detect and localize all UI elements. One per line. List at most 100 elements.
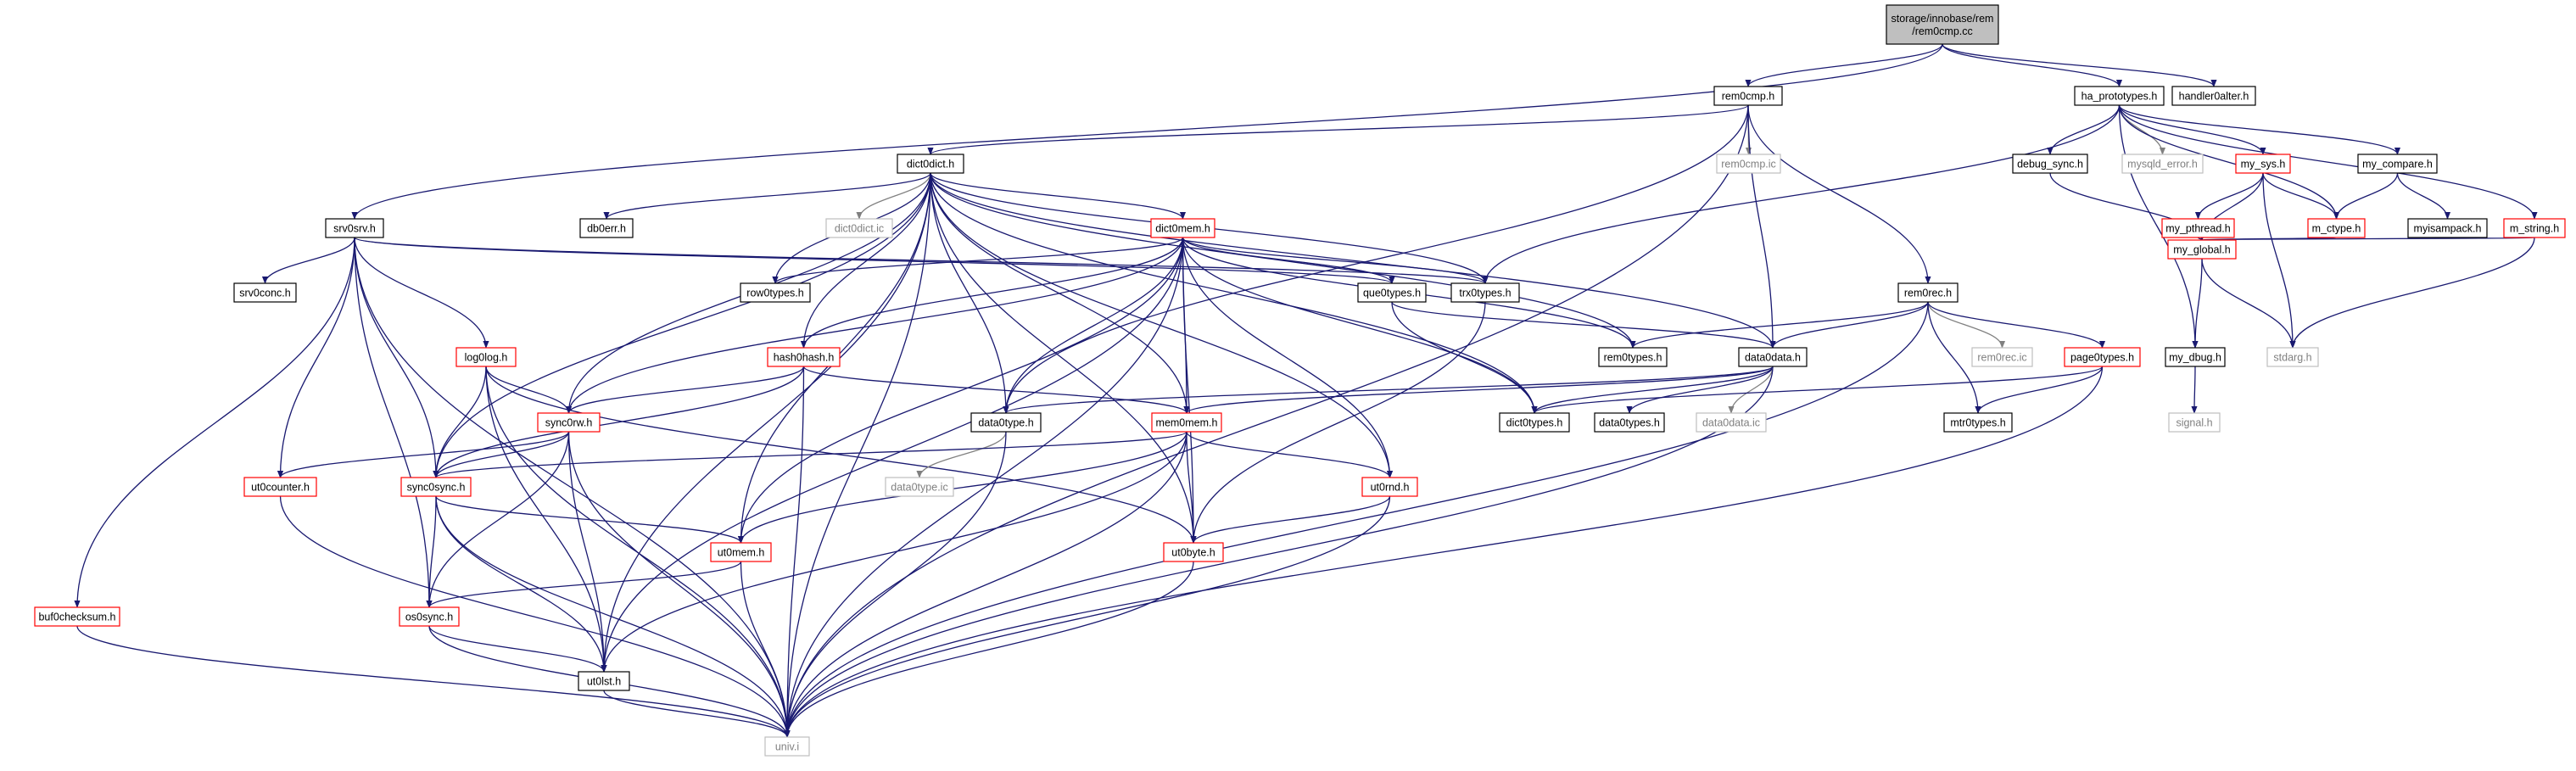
edge-path [784, 431, 1007, 738]
data0types-h-node[interactable]: data0types.h [1594, 412, 1665, 433]
edge-path [277, 237, 355, 478]
ut0mem-h-node[interactable]: ut0mem.h [710, 542, 772, 562]
ut0lst-h-node[interactable]: ut0lst.h [578, 671, 630, 691]
ut0rnd-h-node-label: ut0rnd.h [1371, 482, 1410, 494]
ut0counter-h-node[interactable]: ut0counter.h [243, 477, 317, 497]
ut0mem-h-node-box [710, 542, 772, 562]
myisampack-h-node[interactable]: myisampack.h [2407, 218, 2488, 238]
edge-srv0srv_h-to-univ_i [354, 237, 791, 738]
hash0hash-h-node-label: hash0hash.h [774, 352, 835, 364]
edge-dict0mem_h-to-ut0lst_h [601, 237, 1184, 673]
edge-path [1482, 104, 2121, 284]
edge-path [784, 172, 931, 738]
edge-path [354, 237, 791, 738]
edge-m_string_h-to-stdarg_h [2289, 237, 2535, 349]
edge-my_sys_h-to-my_pthread_h [2194, 172, 2264, 220]
data0data-ic-node[interactable]: data0data.ic [1696, 412, 1767, 433]
edge-path [1182, 237, 1395, 284]
sync0rw-h-node[interactable]: sync0rw.h [537, 412, 601, 433]
ut0rnd-h-node-box [1361, 477, 1418, 497]
ut0counter-h-node-box [243, 477, 317, 497]
rem0cmp-ic-node[interactable]: rem0cmp.ic [1716, 154, 1781, 174]
edge-path [2194, 172, 2264, 220]
page0types-h-node[interactable]: page0types.h [2064, 347, 2141, 367]
edge-rem0rec_h-to-page0types_h [1927, 301, 2106, 349]
edge-sync0sync_h-to-univ_i [435, 495, 791, 738]
my-global-h-node[interactable]: my_global.h [2167, 239, 2237, 260]
edge-path [927, 104, 1749, 155]
rem0types-h-node[interactable]: rem0types.h [1598, 347, 1668, 367]
edge-path [485, 366, 1197, 544]
ut0rnd-h-node[interactable]: ut0rnd.h [1361, 477, 1418, 497]
srv0conc-h-node[interactable]: srv0conc.h [233, 282, 297, 303]
edge-dict0dict_h-to-ut0byte_h [930, 172, 1197, 544]
edge-ut0rnd_h-to-univ_i [784, 495, 1391, 738]
srv0srv-h-node[interactable]: srv0srv.h [325, 218, 384, 238]
edge-path [567, 431, 607, 673]
mtr0types-h-node[interactable]: mtr0types.h [1943, 412, 2013, 433]
edge-sync0rw_h-to-os0sync_h [426, 431, 570, 608]
dict0mem-h-node[interactable]: dict0mem.h [1150, 218, 1215, 238]
edge-srv0srv_h-to-srv0conc_h [261, 237, 355, 284]
edge-path [1182, 237, 1394, 478]
stdarg-h-node[interactable]: stdarg.h [2266, 347, 2319, 367]
my-compare-h-node[interactable]: my_compare.h [2357, 154, 2438, 174]
ha-prototypes-h-node[interactable]: ha_prototypes.h [2074, 86, 2165, 106]
edge-path [2201, 258, 2296, 349]
my-dbug-h-node[interactable]: my_dbug.h [2165, 347, 2226, 367]
dict0dict-ic-node[interactable]: dict0dict.ic [825, 218, 893, 238]
log0log-h-node[interactable]: log0log.h [455, 347, 517, 367]
m-ctype-h-node[interactable]: m_ctype.h [2307, 218, 2366, 238]
debug-sync-h-node[interactable]: debug_sync.h [2012, 154, 2088, 174]
data0type-h-node-label: data0type.h [978, 417, 1033, 429]
signal-h-node[interactable]: signal.h [2168, 412, 2221, 433]
my-sys-h-node[interactable]: my_sys.h [2235, 154, 2291, 174]
m-string-h-node-box [2503, 218, 2566, 238]
sync0rw-h-node-label: sync0rw.h [545, 417, 593, 429]
mysqld-error-h-node[interactable]: mysqld_error.h [2121, 154, 2204, 174]
edge-path [1391, 301, 1776, 349]
srv0conc-h-node-box [233, 282, 297, 303]
univ-i-node[interactable]: univ.i [764, 736, 810, 757]
edge-srv0srv_h-to-log0log_h [354, 237, 489, 349]
buf0checksum-h-node[interactable]: buf0checksum.h [34, 606, 120, 627]
rem0cmp-h-node[interactable]: rem0cmp.h [1713, 86, 1783, 106]
mem0mem-h-node[interactable]: mem0mem.h [1151, 412, 1222, 433]
m-string-h-node[interactable]: m_string.h [2503, 218, 2566, 238]
edge-root-to-srv0srv_h [351, 43, 1943, 220]
db0err-h-node[interactable]: db0err.h [579, 218, 634, 238]
edge-path [426, 495, 437, 608]
os0sync-h-node-label: os0sync.h [405, 612, 453, 623]
edge-path [2118, 104, 2199, 349]
rem0rec-h-node[interactable]: rem0rec.h [1897, 282, 1959, 303]
edge-data0data_h-to-data0type_h [1003, 366, 1774, 414]
hash0hash-h-node[interactable]: hash0hash.h [767, 347, 841, 367]
sync0sync-h-node-box [400, 477, 472, 497]
os0sync-h-node[interactable]: os0sync.h [399, 606, 460, 627]
sync0sync-h-node[interactable]: sync0sync.h [400, 477, 472, 497]
row0types-h-node[interactable]: row0types.h [740, 282, 811, 303]
edge-ha_prototypes_h-to-trx0types_h [1482, 104, 2121, 284]
dict0types-h-node-label: dict0types.h [1506, 417, 1563, 429]
edge-sync0rw_h-to-univ_i [567, 431, 791, 738]
data0type-h-node[interactable]: data0type.h [970, 412, 1042, 433]
edge-path [784, 366, 2104, 738]
dict0types-h-node[interactable]: dict0types.h [1499, 412, 1570, 433]
edge-ha_prototypes_h-to-m_ctype_h [2118, 104, 2340, 220]
edge-path [435, 495, 791, 738]
data0type-ic-node[interactable]: data0type.ic [885, 477, 954, 497]
ut0byte-h-node[interactable]: ut0byte.h [1163, 542, 1224, 562]
rem0rec-ic-node[interactable]: rem0rec.ic [1971, 347, 2033, 367]
edge-path [1975, 366, 2104, 414]
edge-path [2118, 104, 2340, 220]
data0data-ic-node-label: data0data.ic [1702, 417, 1760, 429]
trx0types-h-node[interactable]: trx0types.h [1450, 282, 1520, 303]
edge-mem0mem_h-to-ut0rnd_h [1186, 431, 1394, 478]
handler0alter-h-node[interactable]: handler0alter.h [2171, 86, 2256, 106]
dict0dict-h-node[interactable]: dict0dict.h [897, 154, 964, 174]
root-file-node[interactable]: storage/innobase/rem/rem0cmp.cc [1886, 4, 1999, 45]
edge-dict0dict_h-to-dict0types_h [930, 172, 1538, 414]
que0types-h-node[interactable]: que0types.h [1357, 282, 1427, 303]
my-pthread-h-node[interactable]: my_pthread.h [2161, 218, 2235, 238]
data0data-h-node[interactable]: data0data.h [1738, 347, 1808, 367]
